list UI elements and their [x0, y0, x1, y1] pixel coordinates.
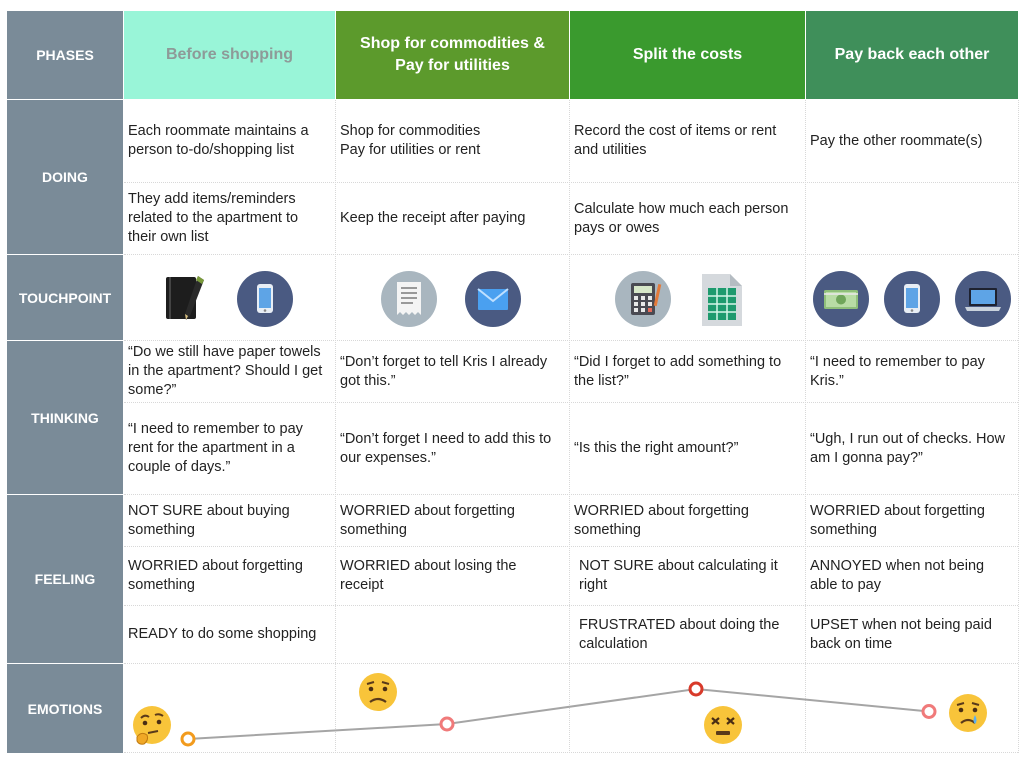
- doing-cell: Keep the receipt after paying: [340, 210, 526, 226]
- emotion-point: [921, 704, 937, 719]
- phase-header-shop: Shop for commodities & Pay for utilities: [336, 11, 569, 99]
- feeling-cell: WORRIED about forgetting something: [810, 502, 985, 538]
- doing-cell: [806, 183, 1017, 254]
- thinking-cell: “Is this the right amount?”: [574, 440, 739, 456]
- phone-icon: [237, 271, 293, 327]
- spreadsheet-icon: [702, 274, 742, 326]
- phase-header-split-costs: Split the costs: [570, 11, 805, 99]
- phase-title-line2: Pay for utilities: [395, 57, 510, 74]
- row-label-phases: PHASES: [7, 11, 123, 99]
- row-label-doing: DOING: [7, 100, 123, 254]
- phase-header-pay-back: Pay back each other: [806, 11, 1018, 99]
- thinking-cell: “Don’t forget I need to add this to our …: [340, 430, 552, 466]
- phone-icon: [884, 271, 940, 327]
- phase-title: Before shopping: [165, 46, 294, 63]
- feeling-cell: ANNOYED when not being able to pay: [810, 558, 985, 593]
- phase-title-line1: Shop for commodities &: [360, 35, 545, 52]
- calculator-icon: [615, 271, 671, 327]
- dizzy-face-icon: [704, 706, 742, 744]
- phase-header-before-shopping: Before shopping: [124, 11, 335, 99]
- row-label-emotions: EMOTIONS: [7, 664, 123, 753]
- emotion-point: [180, 731, 196, 747]
- thinking-cell: “Ugh, I run out of checks. How am I gonn…: [810, 430, 1006, 466]
- emotion-curve: [180, 681, 937, 747]
- feeling-cell: UPSET when not being paid back on time: [810, 616, 992, 652]
- receipt-icon: [381, 271, 437, 327]
- thinking-face-icon: [133, 706, 171, 745]
- feeling-cell: [336, 606, 568, 663]
- worried-face-icon: [359, 673, 397, 711]
- doing-cell: Calculate how much each person pays or o…: [574, 200, 789, 236]
- laptop-icon: [955, 271, 1011, 327]
- feeling-cell: WORRIED about forgetting something: [128, 558, 303, 593]
- feeling-cell: WORRIED about forgetting something: [574, 502, 749, 538]
- doing-cell: Pay the other roommate(s): [810, 132, 983, 149]
- crying-face-icon: [949, 694, 987, 732]
- feeling-cell: WORRIED about losing the receipt: [340, 558, 517, 593]
- cash-icon: [813, 271, 869, 327]
- row-label-touchpoint: TOUCHPOINT: [7, 255, 123, 340]
- feeling-cell: READY to do some shopping: [128, 626, 317, 642]
- mail-icon: [465, 271, 521, 327]
- feeling-cell: NOT SURE about calculating it right: [579, 558, 778, 593]
- doing-cell: Record the cost of items or rent and uti…: [574, 123, 777, 158]
- emotion-point: [688, 681, 704, 697]
- thinking-cell: “Did I forget to add something to the li…: [574, 353, 782, 389]
- feeling-cell: WORRIED about forgetting something: [340, 502, 515, 538]
- doing-cell: Shop for commodities Pay for utilities o…: [340, 123, 481, 158]
- notebook-icon: [166, 276, 204, 320]
- doing-cell: Each roommate maintains a person to-do/s…: [128, 123, 309, 158]
- doing-cell: They add items/reminders related to the …: [128, 191, 299, 245]
- thinking-cell: “I need to remember to pay rent for the …: [128, 421, 303, 475]
- row-label-thinking: THINKING: [7, 341, 123, 494]
- phase-title: Split the costs: [632, 46, 743, 63]
- phase-title: Pay back each other: [834, 46, 990, 63]
- thinking-cell: “Don’t forget to tell Kris I already got…: [340, 353, 548, 389]
- row-label-feeling: FEELING: [7, 495, 123, 663]
- feeling-cell: FRUSTRATED about doing the calculation: [579, 616, 780, 652]
- thinking-cell: “Do we still have paper towels in the ap…: [128, 344, 323, 398]
- thinking-cell: “I need to remember to pay Kris.”: [810, 353, 985, 389]
- emotion-point: [439, 716, 455, 732]
- feeling-cell: NOT SURE about buying something: [128, 502, 290, 538]
